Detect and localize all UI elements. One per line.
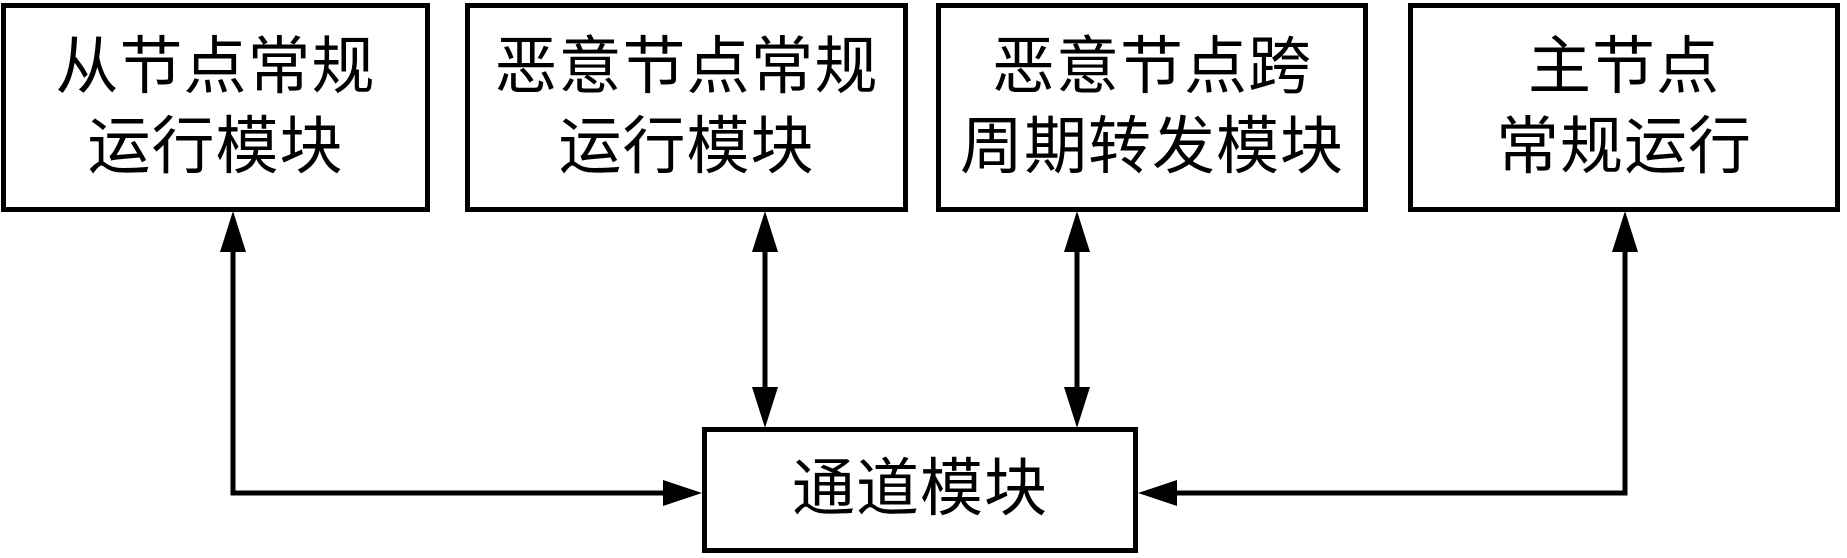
module-label-line: 恶意节点跨 — [992, 32, 1312, 103]
arrowhead-up-icon — [752, 211, 778, 252]
arrowhead-left-icon — [1138, 480, 1177, 506]
arrowhead-up-icon — [220, 211, 246, 252]
arrowhead-down-icon — [1064, 387, 1090, 428]
arrowhead-up-icon — [1064, 211, 1090, 252]
connector-master-to-channel — [1138, 211, 1638, 506]
module-label-line: 主节点 — [1528, 32, 1720, 103]
arrowhead-down-icon — [752, 387, 778, 428]
channel-module: 通道模块 — [702, 427, 1138, 553]
module-label-line: 运行模块 — [87, 111, 344, 182]
module-label-line: 通道模块 — [792, 454, 1048, 525]
slave-node-regular-operation-module: 从节点常规 运行模块 — [1, 3, 430, 212]
module-label-line: 周期转发模块 — [960, 111, 1344, 182]
connector-malicious-regular-to-channel — [752, 211, 778, 428]
module-label-line: 从节点常规 — [55, 32, 376, 103]
module-label-line: 常规运行 — [1496, 111, 1752, 182]
arrowhead-up-icon — [1612, 211, 1638, 252]
malicious-node-cross-cycle-forwarding-module: 恶意节点跨 周期转发模块 — [936, 3, 1368, 212]
master-node-regular-operation-module: 主节点 常规运行 — [1408, 3, 1840, 212]
module-label-line: 运行模块 — [558, 111, 815, 182]
connector-slave-to-channel — [220, 211, 702, 506]
connector-malicious-crosscycle-to-channel — [1064, 211, 1090, 428]
connector-line — [1174, 248, 1628, 496]
malicious-node-regular-operation-module: 恶意节点常规 运行模块 — [465, 3, 908, 212]
connector-line — [230, 248, 666, 496]
arrowhead-right-icon — [663, 480, 702, 506]
module-label-line: 恶意节点常规 — [494, 32, 879, 103]
